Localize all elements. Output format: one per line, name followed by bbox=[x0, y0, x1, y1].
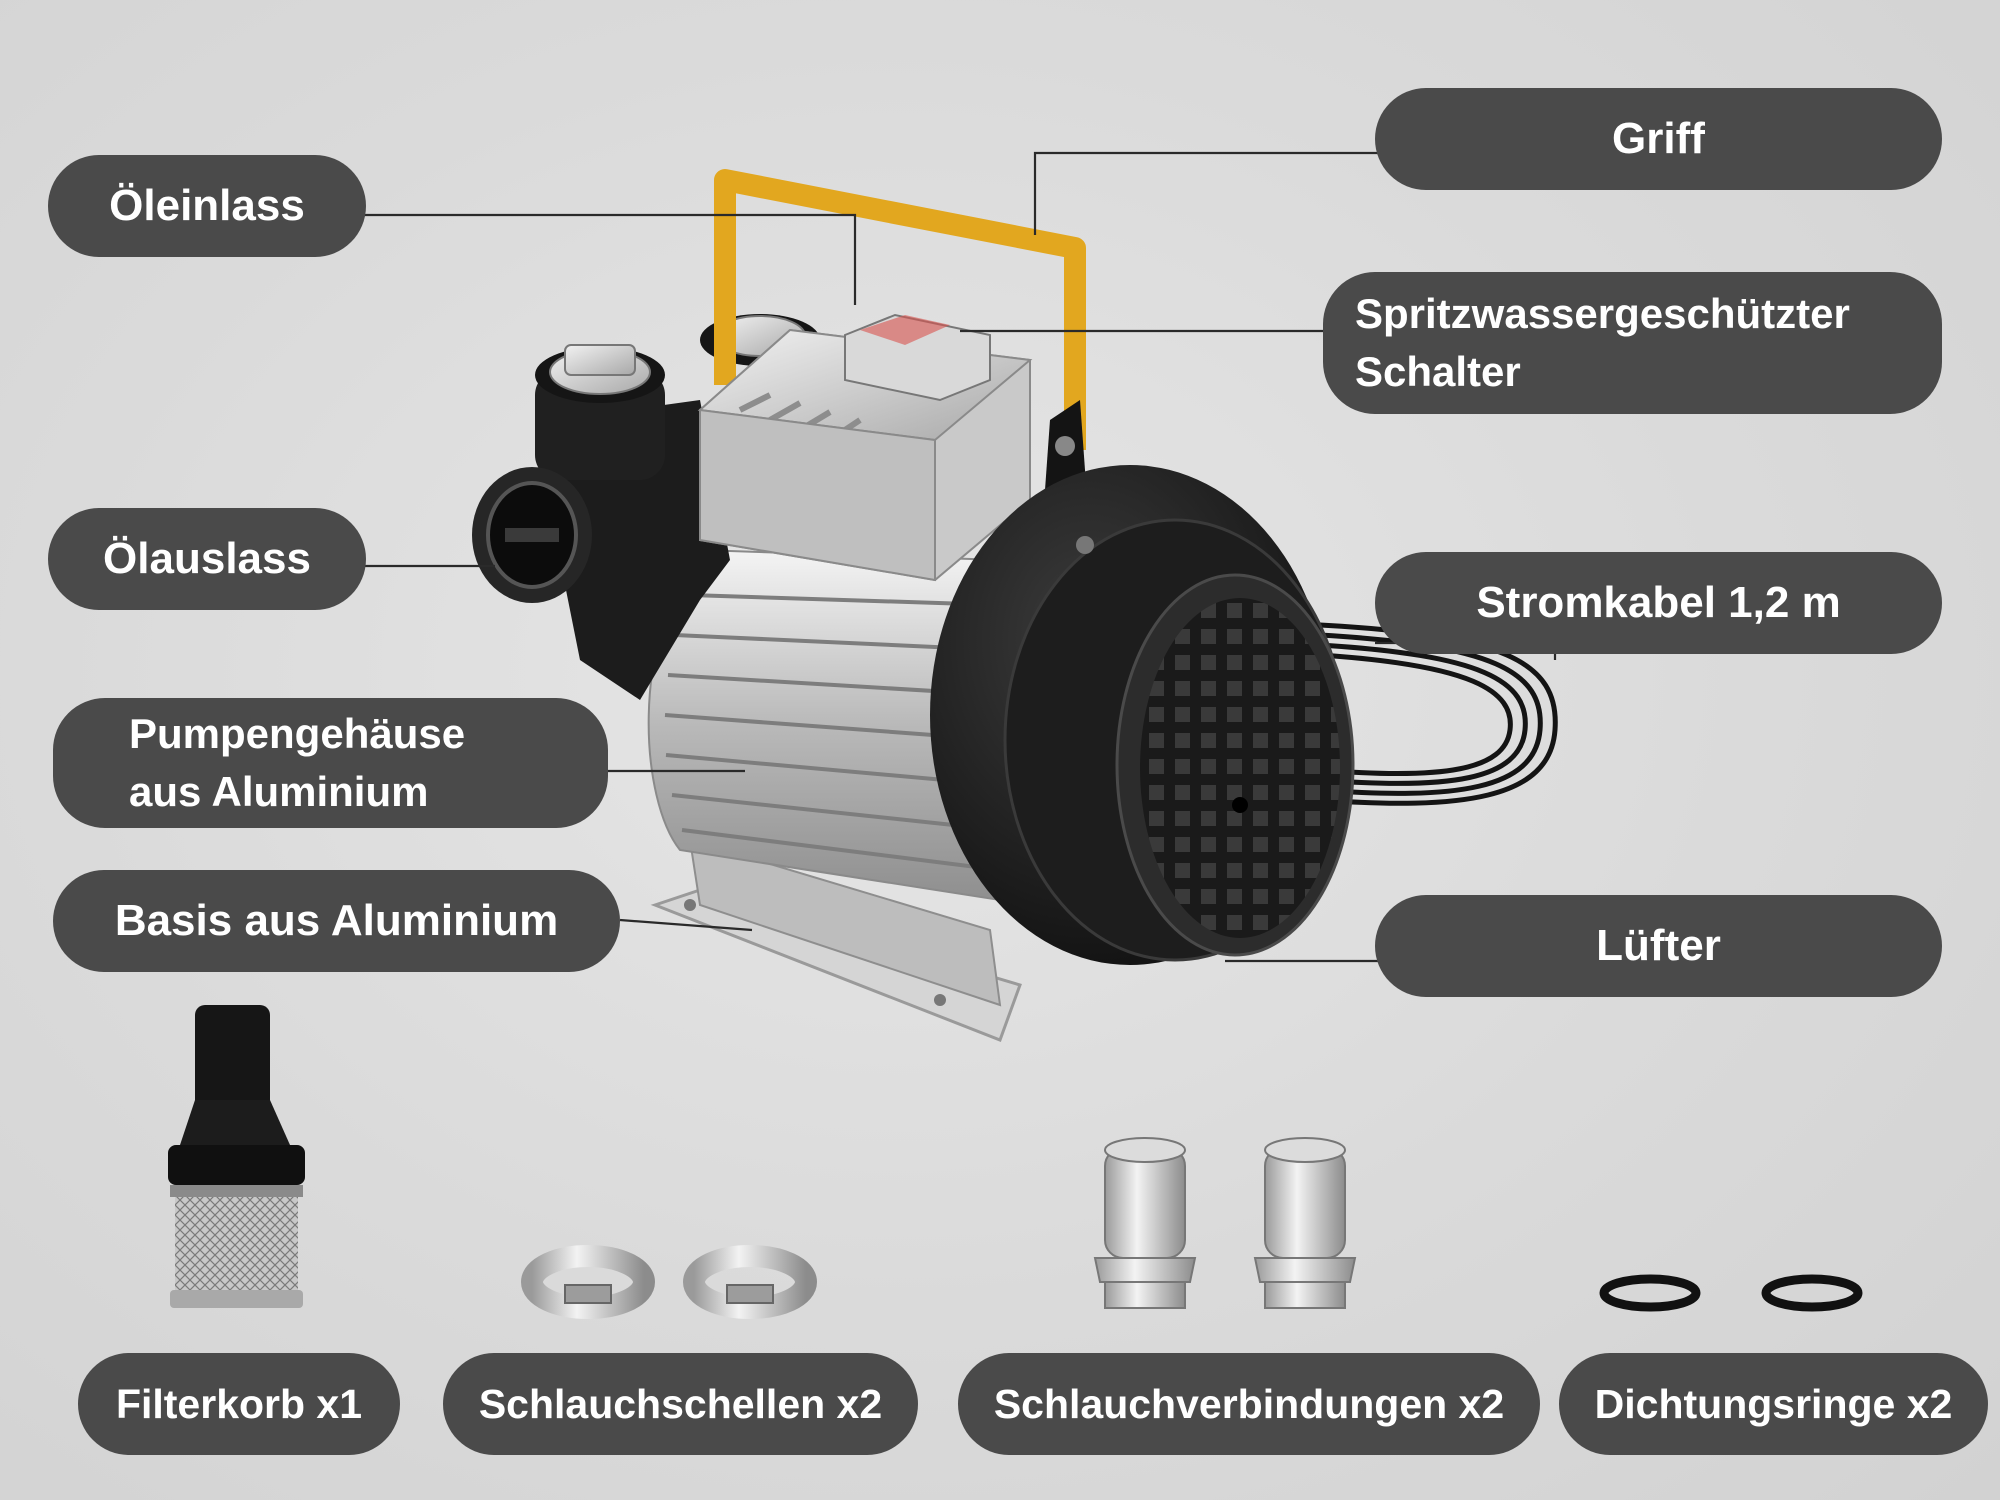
accessory-schlauchverbindungen: Schlauchverbindungen x2 bbox=[958, 1353, 1540, 1455]
accessory-text: Dichtungsringe x2 bbox=[1594, 1380, 1953, 1427]
handle bbox=[714, 169, 1086, 450]
label-text-line2: aus Aluminium bbox=[129, 768, 429, 815]
label-text: Ölauslass bbox=[103, 534, 311, 583]
accessory-text: Schlauchschellen x2 bbox=[478, 1380, 883, 1427]
sealing-rings-image bbox=[1599, 1274, 1863, 1312]
pump-head bbox=[472, 314, 820, 700]
label-griff: Griff bbox=[1375, 88, 1942, 190]
label-text-line1: Spritzwassergeschützter bbox=[1355, 290, 1850, 337]
leader-lines bbox=[365, 151, 1557, 963]
label-basis: Basis aus Aluminium bbox=[53, 870, 620, 972]
label-text-line2: Schalter bbox=[1355, 348, 1521, 395]
motor-cap bbox=[930, 465, 1355, 965]
accessory-text: Schlauchverbindungen x2 bbox=[993, 1380, 1505, 1427]
label-pumpengehaeuse: Pumpengehäuse aus Aluminium bbox=[53, 698, 608, 828]
label-text: Öleinlass bbox=[109, 181, 305, 230]
hose-fittings-image bbox=[1093, 1137, 1357, 1309]
label-schalter: Spritzwassergeschützter Schalter bbox=[1323, 272, 1942, 414]
label-oeleinlass: Öleinlass bbox=[48, 155, 366, 257]
aluminium-base bbox=[650, 838, 1022, 1042]
accessory-filterkorb: Filterkorb x1 bbox=[78, 1353, 400, 1455]
switch-box bbox=[697, 313, 1033, 582]
accessory-text: Filterkorb x1 bbox=[115, 1380, 363, 1427]
label-oelauslass: Ölauslass bbox=[48, 508, 366, 610]
label-text: Lüfter bbox=[1596, 921, 1721, 970]
accessory-dichtungsringe: Dichtungsringe x2 bbox=[1559, 1353, 1988, 1455]
accessory-schlauchschellen: Schlauchschellen x2 bbox=[443, 1353, 918, 1455]
label-luefter: Lüfter bbox=[1375, 895, 1942, 997]
hose-clamps-image bbox=[521, 1245, 817, 1319]
label-text: Griff bbox=[1612, 114, 1705, 163]
label-text-line1: Pumpengehäuse bbox=[129, 710, 466, 757]
label-stromkabel: Stromkabel 1,2 m bbox=[1375, 552, 1942, 654]
filter-basket-image bbox=[168, 1005, 305, 1308]
label-text: Stromkabel 1,2 m bbox=[1476, 578, 1841, 627]
label-text: Basis aus Aluminium bbox=[114, 896, 559, 945]
